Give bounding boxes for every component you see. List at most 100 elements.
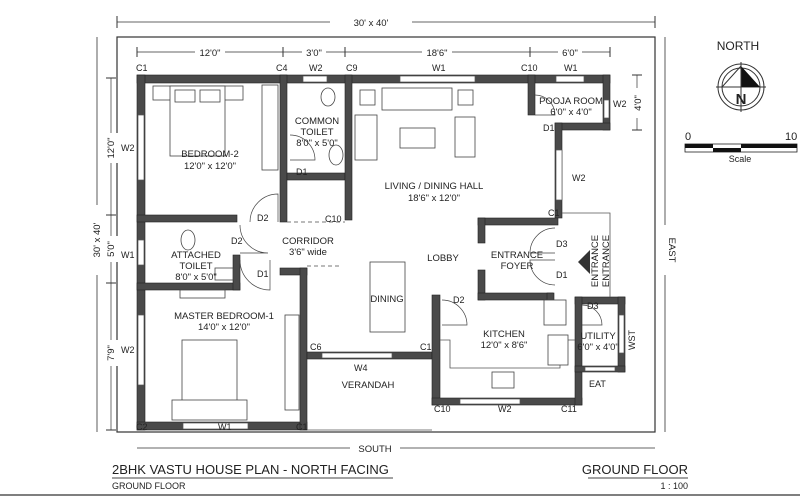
svg-text:W2: W2 [121, 143, 135, 153]
room-living-dining-hall: LIVING / DINING HALL 18'6" x 12'0" [385, 181, 484, 204]
room-kitchen: KITCHEN 12'0" x 8'6" [481, 329, 528, 351]
svg-text:10: 10 [785, 131, 797, 143]
overall-dimension-left: 30' x 40' [92, 37, 103, 432]
plan-subtitle: GROUND FLOOR [112, 481, 186, 491]
svg-text:7'9": 7'9" [106, 345, 117, 361]
room-common-toilet: COMMON TOILET 8'0" x 5'0" [295, 116, 339, 149]
windows [137, 75, 625, 430]
svg-text:C1: C1 [136, 63, 148, 73]
svg-text:C4: C4 [276, 63, 288, 73]
room-master-bedroom-1: MASTER BEDROOM-1 14'0" x 12'0" [174, 311, 274, 333]
svg-text:W2: W2 [572, 173, 586, 183]
sheet-scale: 1 : 100 [660, 481, 688, 491]
title-block: 2BHK VASTU HOUSE PLAN - NORTH FACING GRO… [0, 462, 800, 496]
svg-text:EAT: EAT [589, 379, 606, 389]
svg-text:W1: W1 [121, 250, 135, 260]
svg-text:W2: W2 [309, 63, 323, 73]
svg-text:CORRIDOR: CORRIDOR [282, 236, 334, 247]
svg-text:ENTRANCE: ENTRANCE [601, 235, 612, 287]
svg-text:C1: C1 [296, 422, 308, 432]
room-lobby: LOBBY [427, 253, 459, 264]
svg-text:D1: D1 [296, 167, 308, 177]
doors [239, 94, 603, 326]
svg-text:COMMON: COMMON [295, 116, 339, 127]
svg-text:3'0": 3'0" [306, 48, 322, 59]
svg-text:D3: D3 [587, 301, 599, 311]
svg-text:WST: WST [627, 330, 637, 350]
svg-text:18'6" x 12'0": 18'6" x 12'0" [408, 193, 460, 204]
svg-text:W1: W1 [218, 422, 232, 432]
svg-text:C1: C1 [420, 342, 432, 352]
svg-text:TOILET: TOILET [179, 261, 212, 272]
svg-text:W4: W4 [354, 363, 368, 373]
svg-text:W2: W2 [613, 99, 627, 109]
svg-text:14'0" x 12'0": 14'0" x 12'0" [198, 322, 250, 333]
svg-text:D2: D2 [231, 236, 243, 246]
svg-text:D2: D2 [453, 295, 465, 305]
svg-text:D1: D1 [257, 269, 269, 279]
svg-text:12'0": 12'0" [199, 48, 220, 59]
svg-text:8'0" x 5'0": 8'0" x 5'0" [296, 138, 338, 149]
svg-text:8'0" x 5'0": 8'0" x 5'0" [175, 272, 217, 283]
svg-text:C6: C6 [310, 342, 322, 352]
room-bedroom-2: BEDROOM-2 12'0" x 12'0" [181, 149, 239, 172]
svg-text:SOUTH: SOUTH [358, 444, 391, 455]
svg-text:W1: W1 [432, 63, 446, 73]
svg-text:C9: C9 [346, 63, 358, 73]
sheet-label: GROUND FLOOR [582, 462, 688, 477]
svg-text:D1: D1 [556, 270, 568, 280]
svg-text:FOYER: FOYER [501, 261, 534, 272]
svg-text:6'0" x 4'0": 6'0" x 4'0" [577, 342, 619, 353]
svg-text:D1: D1 [543, 123, 555, 133]
svg-text:EAST: EAST [666, 238, 677, 263]
svg-text:ATTACHED: ATTACHED [171, 250, 221, 261]
svg-text:NORTH: NORTH [717, 39, 759, 53]
svg-text:12'0" x 8'6": 12'0" x 8'6" [481, 340, 528, 351]
north-letter: N [736, 91, 747, 108]
svg-text:Scale: Scale [729, 154, 752, 164]
svg-text:3'6" wide: 3'6" wide [289, 247, 327, 258]
svg-text:4'0": 4'0" [633, 95, 644, 111]
svg-text:ENTRANCE: ENTRANCE [491, 250, 543, 261]
svg-text:6'0": 6'0" [562, 48, 578, 59]
svg-text:LIVING / DINING HALL: LIVING / DINING HALL [385, 181, 484, 192]
room-entrance-foyer: ENTRANCE FOYER [491, 250, 543, 272]
room-corridor: CORRIDOR 3'6" wide [282, 236, 334, 258]
svg-text:C10: C10 [325, 214, 342, 224]
svg-text:D3: D3 [556, 239, 568, 249]
svg-text:C1: C1 [548, 208, 560, 218]
svg-text:W2: W2 [498, 404, 512, 414]
svg-text:12'0" x 12'0": 12'0" x 12'0" [184, 161, 236, 172]
svg-text:MASTER BEDROOM-1: MASTER BEDROOM-1 [174, 311, 274, 322]
svg-text:6'0" x 4'0": 6'0" x 4'0" [550, 107, 592, 118]
svg-text:18'6": 18'6" [426, 48, 447, 59]
svg-text:POOJA ROOM: POOJA ROOM [539, 96, 603, 107]
room-dining: DINING [370, 294, 403, 305]
room-pooja: POOJA ROOM 6'0" x 4'0" [539, 96, 603, 118]
svg-text:C2: C2 [136, 422, 148, 432]
svg-text:C10: C10 [434, 404, 451, 414]
room-dimensions-left: 12'0" 5'0" 7'9" [104, 77, 118, 431]
plan-title: 2BHK VASTU HOUSE PLAN - NORTH FACING [112, 462, 389, 477]
svg-text:5'0": 5'0" [106, 241, 117, 257]
east-dimension: EAST [664, 37, 677, 432]
entrance-arrow-icon [578, 250, 590, 274]
svg-text:W1: W1 [564, 63, 578, 73]
svg-text:D2: D2 [257, 213, 269, 223]
svg-text:KITCHEN: KITCHEN [483, 329, 525, 340]
furniture [152, 84, 569, 421]
entrance-labels: ENTRANCE ENTRANCE [590, 235, 612, 287]
element-labels: C1 C4 W2 C9 W1 C10 W1 W2 W1 W2 D2 D2 D1 … [121, 63, 637, 432]
svg-text:30' x 40': 30' x 40' [354, 18, 389, 29]
svg-text:30' x 40': 30' x 40' [92, 222, 103, 257]
north-compass: NORTH N [716, 39, 766, 112]
svg-text:C11: C11 [561, 404, 577, 414]
svg-text:W2: W2 [121, 345, 135, 355]
plot-boundary [116, 36, 656, 433]
room-verandah: VERANDAH [342, 380, 395, 391]
svg-text:12'0": 12'0" [106, 137, 117, 158]
room-utility: UTILITY 6'0" x 4'0" [577, 331, 619, 353]
svg-text:UTILITY: UTILITY [580, 331, 616, 342]
svg-text:0: 0 [685, 131, 691, 143]
